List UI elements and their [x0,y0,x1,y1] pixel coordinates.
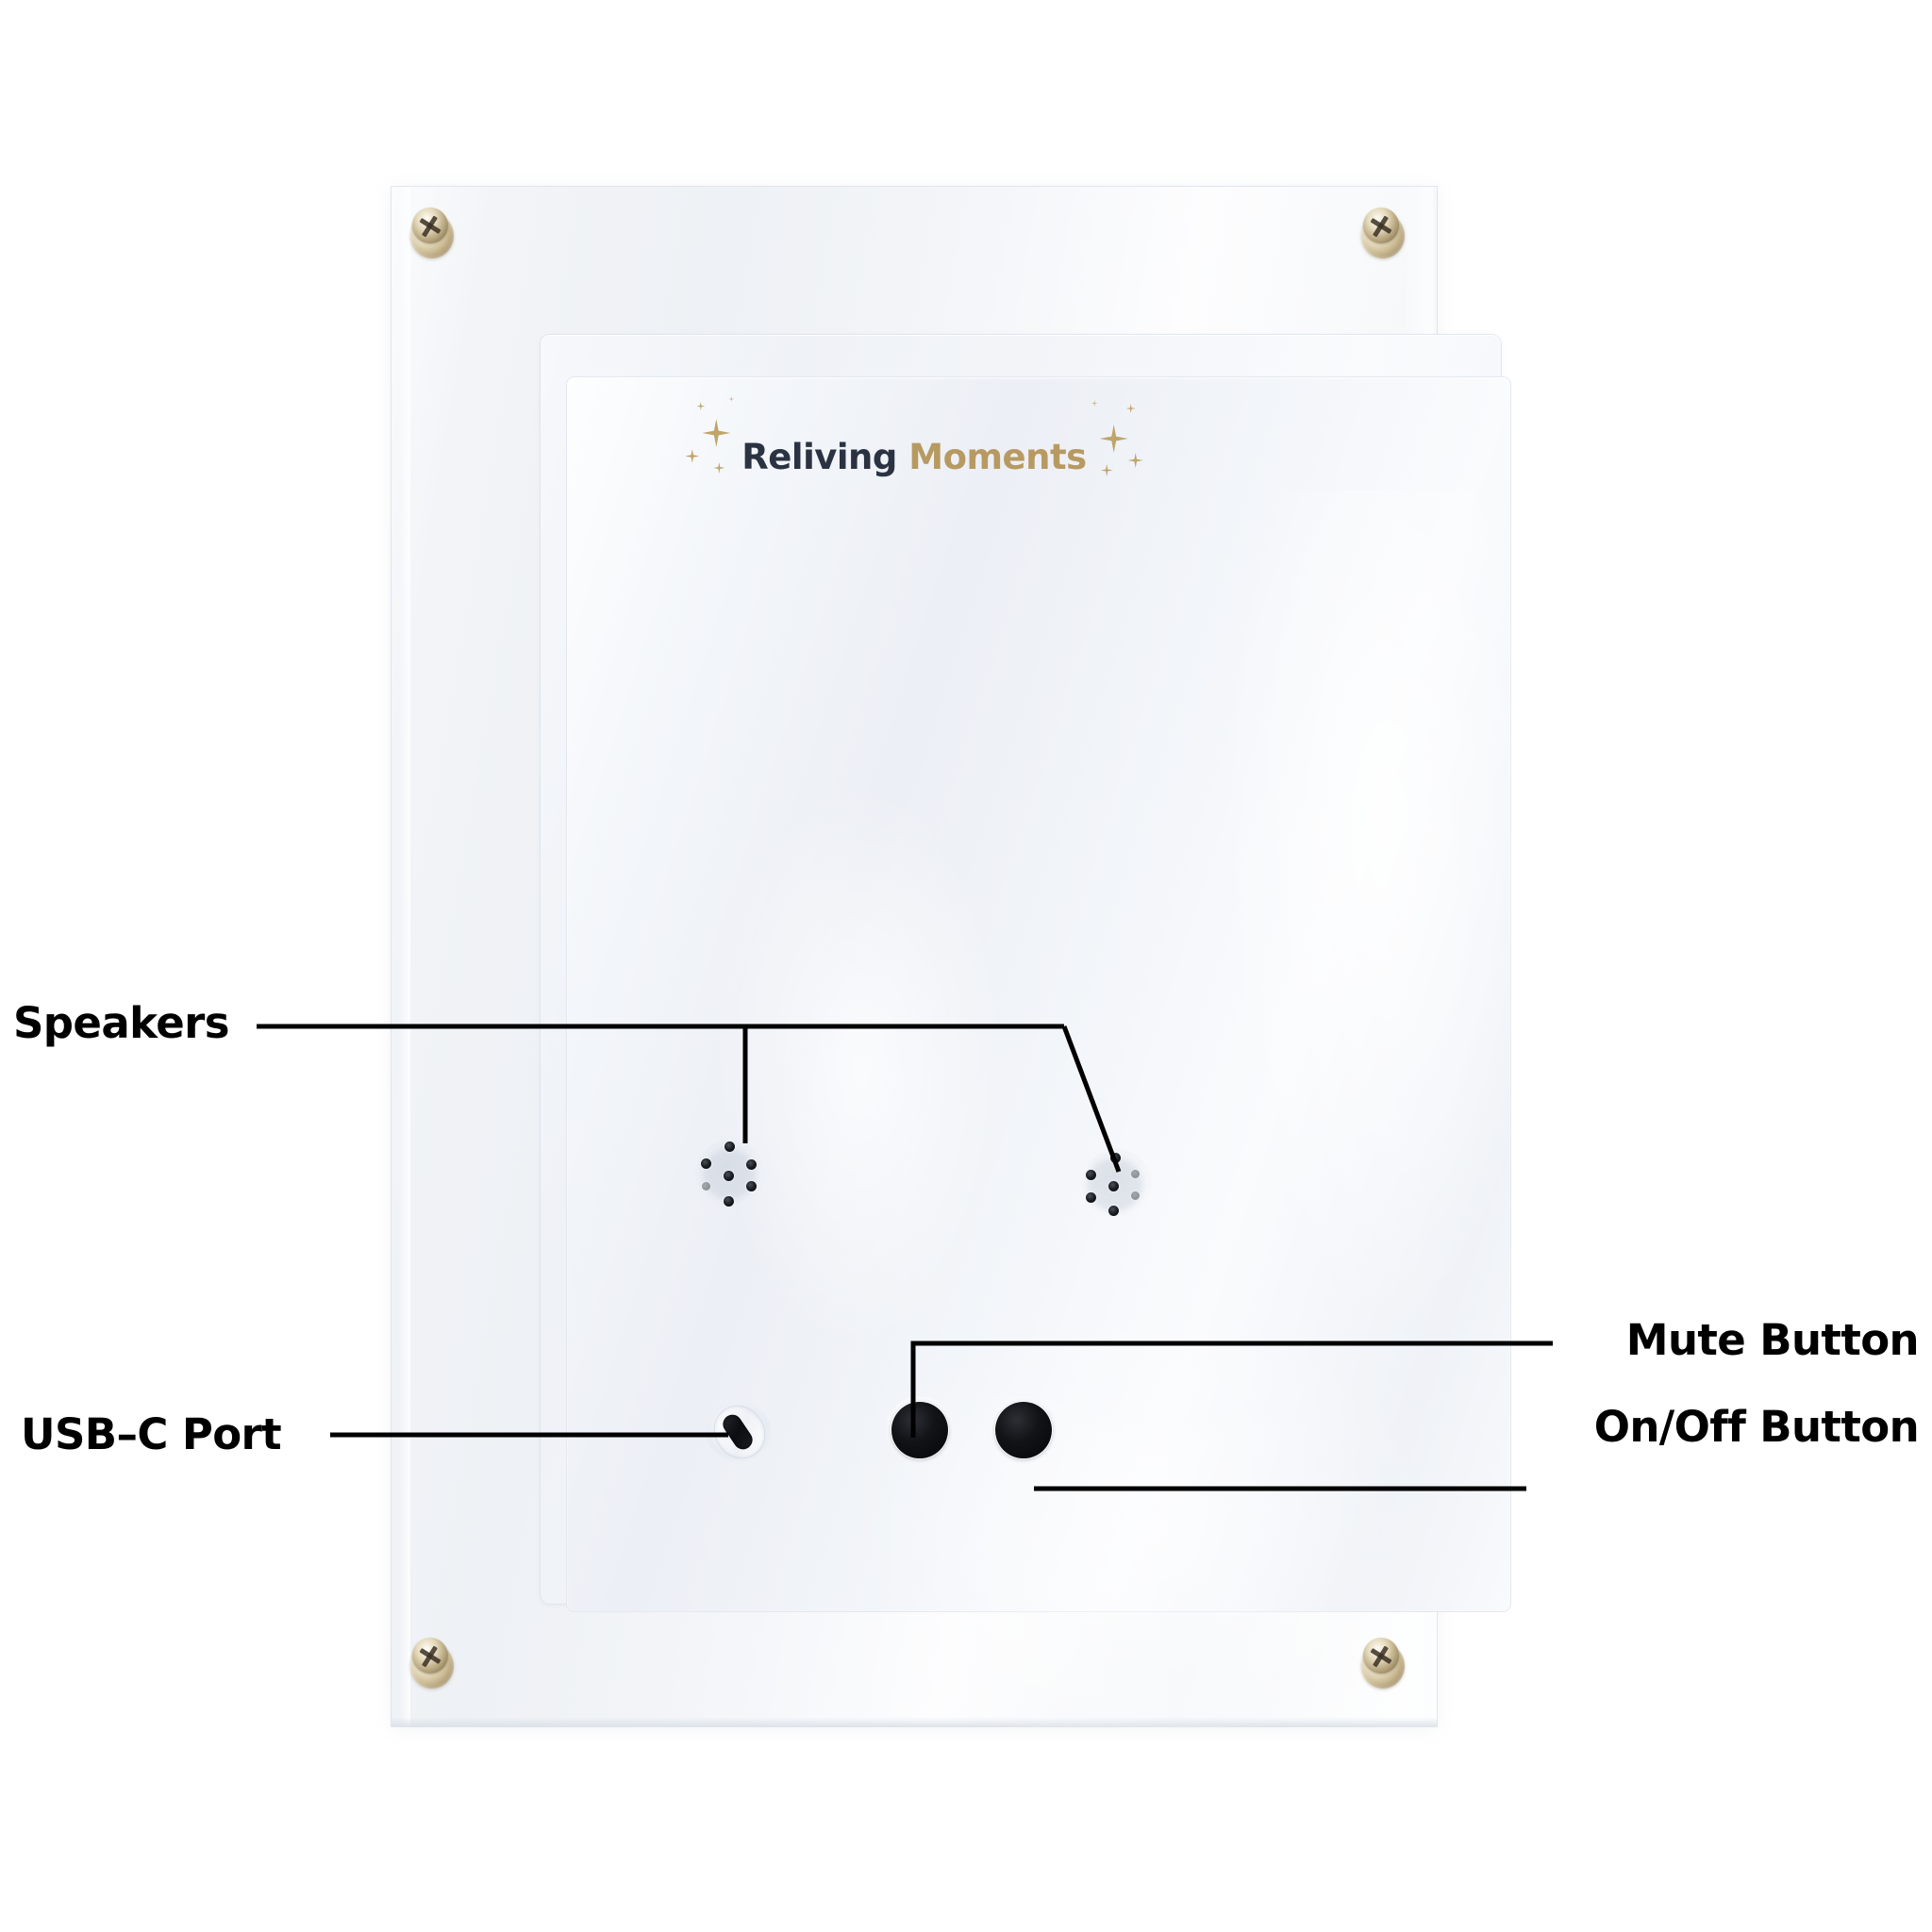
frame-edge-highlight-bottom [391,1717,1437,1726]
corner-screw-bottom-right [1359,1638,1408,1692]
speaker-grille-right [1074,1141,1159,1226]
frame-edge-highlight-left [399,187,410,1726]
usb-c-port[interactable] [693,1387,784,1477]
surface-sheen [1218,491,1557,1340]
mute-button[interactable] [876,1387,963,1474]
callout-label-usb-c-port: USB–C Port [21,1409,282,1459]
corner-screw-bottom-left [408,1638,458,1692]
on-off-button[interactable] [980,1387,1067,1474]
speaker-grille-left [688,1132,773,1217]
device-back-panel: Reliving Moments [391,187,1557,1755]
callout-label-mute-button: Mute Button [1625,1315,1920,1365]
callout-label-on-off-button: On/Off Button [1593,1402,1920,1452]
corner-screw-top-right [1359,208,1408,262]
corner-screw-top-left [408,208,458,262]
callout-label-speakers: Speakers [13,998,230,1048]
surface-sheen [708,774,1010,1358]
